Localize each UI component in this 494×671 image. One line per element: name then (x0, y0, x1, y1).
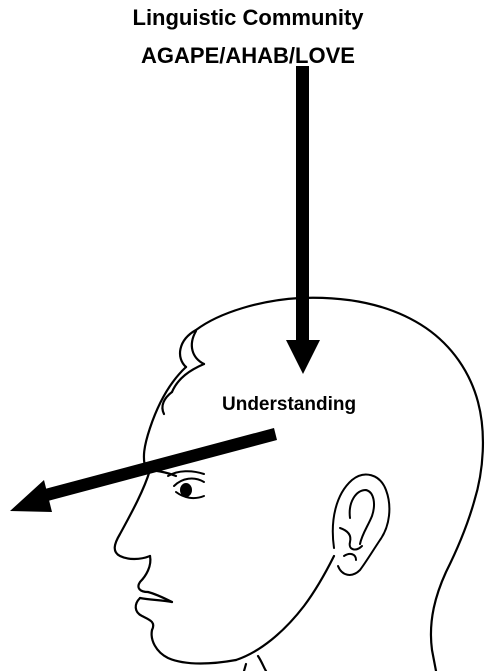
arrow-down-icon (286, 66, 320, 374)
community-title: Linguistic Community (52, 4, 444, 31)
community-subtitle: AGAPE/AHAB/LOVE (52, 42, 444, 69)
ear-icon (333, 475, 390, 575)
understanding-label: Understanding (222, 393, 356, 417)
arrow-left-icon (10, 428, 277, 512)
